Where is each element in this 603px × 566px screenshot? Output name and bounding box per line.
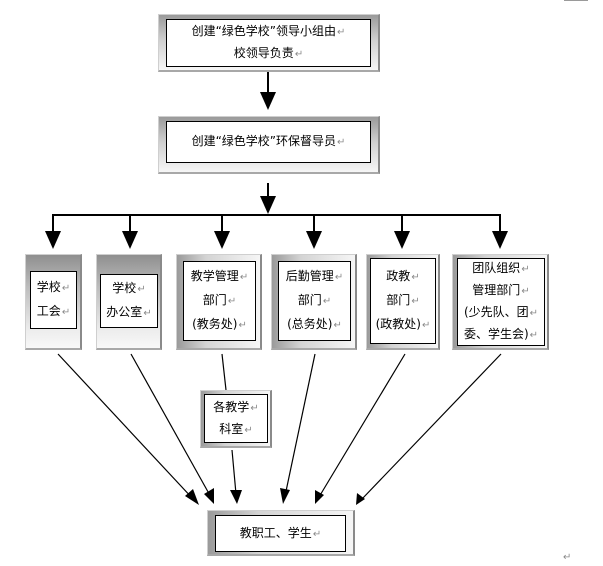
return-mark-icon: ↵: [521, 264, 530, 275]
converging-connectors: [57, 353, 502, 505]
return-mark-icon: ↵: [137, 284, 146, 295]
return-mark-icon: ↵: [61, 307, 71, 318]
leadership-group-line-2: 校领导负责: [233, 46, 294, 60]
return-mark-icon: ↵: [337, 27, 346, 38]
dept-teaching-line-3: (教务处): [192, 317, 238, 331]
supervisor-box: 创建“绿色学校”环保督导员↵: [166, 121, 371, 163]
supervisor-label: 创建“绿色学校”环保督导员: [191, 134, 337, 148]
dept-youth-line-2: 管理部门: [472, 283, 521, 297]
dept-youth-line-3: (少先队、团: [463, 305, 529, 319]
return-mark-icon: ↵: [322, 296, 332, 307]
return-mark-icon: ↵: [312, 528, 322, 540]
leadership-group-box: 创建“绿色学校”领导小组由↵ 校领导负责↵: [166, 19, 371, 67]
return-mark-icon: ↵: [143, 308, 152, 319]
dept-logistics-line-3: (总务处): [287, 317, 333, 331]
dept-office-line-1: 学校: [112, 281, 137, 295]
return-mark-icon: ↵: [563, 552, 572, 563]
dept-logistics-frame: 后勤管理↵ 部门↵ (总务处)↵: [271, 254, 357, 350]
dept-logistics-line-1: 后勤管理: [285, 269, 334, 283]
dept-teaching-line-1: 教学管理: [190, 269, 239, 283]
return-mark-icon: ↵: [411, 272, 420, 283]
dept-teaching-box: 教学管理↵ 部门↵ (教务处)↵: [183, 261, 256, 341]
dept-youth-line-1: 团队组织: [472, 261, 521, 275]
return-mark-icon: ↵: [529, 308, 539, 319]
return-mark-icon: ↵: [529, 330, 539, 341]
dept-union-line-2: 工会: [36, 304, 61, 318]
dept-office-box: 学校↵ 办公室↵: [100, 274, 158, 328]
return-mark-icon: ↵: [244, 424, 253, 436]
return-mark-icon: ↵: [521, 286, 530, 297]
dept-union-frame: 学校↵ 工会↵: [25, 254, 82, 350]
dept-political-box: 政教↵ 部门↵ (政教处)↵: [370, 258, 436, 344]
subject-offices-line-2: 科室: [219, 421, 244, 436]
return-mark-icon: ↵: [239, 272, 249, 283]
staff-students-label: 教职工、学生: [239, 525, 312, 540]
dept-teaching-frame: 教学管理↵ 部门↵ (教务处)↵: [176, 254, 262, 350]
dept-teaching-line-2: 部门: [202, 293, 227, 307]
return-mark-icon: ↵: [61, 283, 71, 294]
staff-students-box: 教职工、学生↵: [215, 515, 346, 552]
return-mark-icon: ↵: [238, 320, 247, 331]
arrowhead: [260, 92, 276, 110]
dept-office-line-2: 办公室: [106, 305, 143, 319]
dept-political-line-3: (政教处): [375, 317, 421, 331]
staff-students-frame: 教职工、学生↵: [207, 510, 355, 556]
supervisor-frame: 创建“绿色学校”环保督导员↵: [158, 116, 380, 174]
dept-youth-box: 团队组织↵ 管理部门↵ (少先队、团↵ 委、学生会)↵: [457, 258, 545, 346]
return-mark-icon: ↵: [250, 402, 259, 414]
corner-mark: [564, 0, 588, 1]
arrowhead: [260, 196, 276, 214]
bus-drops: [45, 215, 508, 249]
subject-offices-box: 各教学↵ 科室↵: [204, 394, 268, 443]
dept-political-line-2: 部门: [386, 293, 411, 307]
dept-youth-frame: 团队组织↵ 管理部门↵ (少先队、团↵ 委、学生会)↵: [452, 254, 549, 350]
return-mark-icon: ↵: [333, 320, 342, 331]
subject-offices-frame: 各教学↵ 科室↵: [200, 390, 272, 448]
dept-logistics-box: 后勤管理↵ 部门↵ (总务处)↵: [278, 261, 351, 341]
dept-union-box: 学校↵ 工会↵: [30, 271, 77, 329]
return-mark-icon: ↵: [411, 296, 420, 307]
dept-political-frame: 政教↵ 部门↵ (政教处)↵: [366, 254, 440, 350]
dept-youth-line-4: 委、学生会): [463, 327, 529, 341]
return-mark-icon: ↵: [334, 272, 344, 283]
dept-union-line-1: 学校: [36, 280, 61, 294]
return-mark-icon: ↵: [337, 137, 346, 148]
leadership-group-line-1: 创建“绿色学校”领导小组由: [191, 24, 337, 38]
dept-political-line-1: 政教: [386, 269, 411, 283]
return-mark-icon: ↵: [421, 320, 431, 331]
dept-office-frame: 学校↵ 办公室↵: [96, 254, 162, 350]
subject-offices-line-1: 各教学: [213, 399, 250, 414]
leadership-group-frame: 创建“绿色学校”领导小组由↵ 校领导负责↵: [158, 14, 380, 72]
return-mark-icon: ↵: [227, 296, 237, 307]
return-mark-icon: ↵: [294, 49, 304, 60]
dept-logistics-line-2: 部门: [297, 293, 322, 307]
